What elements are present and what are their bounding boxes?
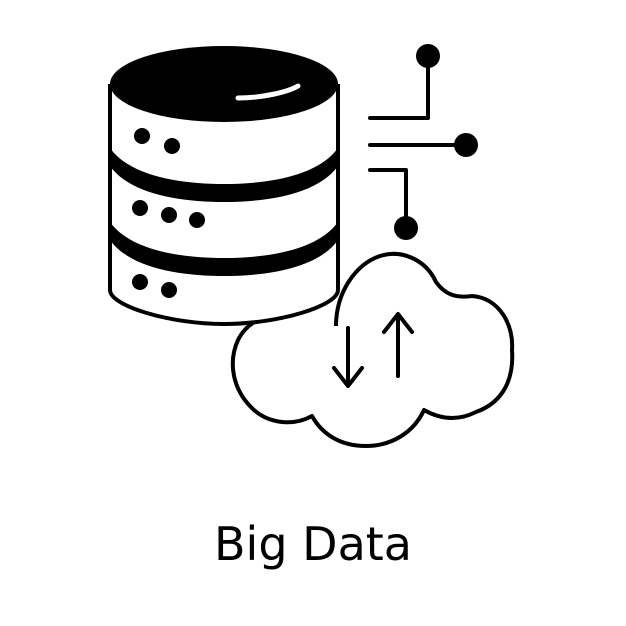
- circuit-connection-icon: [368, 54, 468, 230]
- caption-title: Big Data: [214, 517, 412, 571]
- database-server-icon: [108, 46, 340, 326]
- up-down-arrows-icon: [332, 312, 414, 388]
- cloud-icon: [230, 251, 515, 448]
- circuit-node-icons: [394, 44, 478, 240]
